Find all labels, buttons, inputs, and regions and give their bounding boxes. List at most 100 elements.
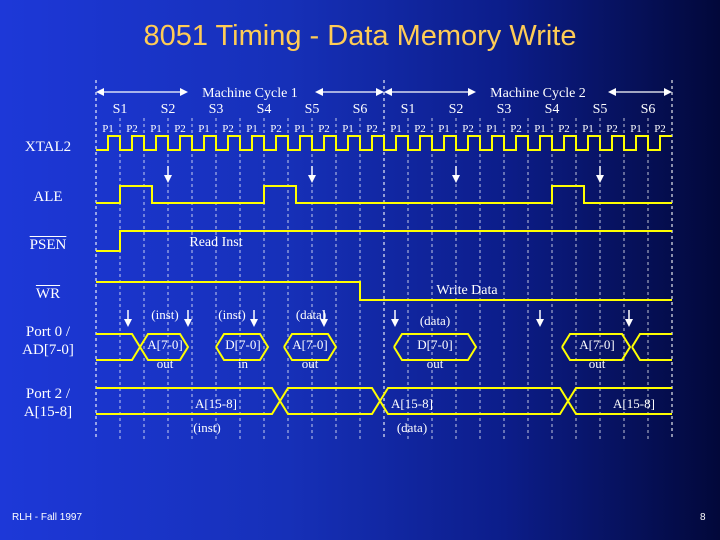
page-title: 8051 Timing - Data Memory Write <box>143 20 577 52</box>
waveforms <box>96 135 672 415</box>
state-label: S3 <box>497 102 512 117</box>
phase-label: P2 <box>462 123 474 135</box>
port0-bus-segment <box>283 333 338 361</box>
down-arrow-head <box>164 175 172 183</box>
port2-bus-segment <box>567 387 672 415</box>
port0-inst-2-label: (inst) <box>218 307 245 322</box>
state-label: S4 <box>257 102 272 117</box>
port2-bus-segment <box>96 387 282 415</box>
signal-label-port2: Port 2 / A[15-8] <box>4 385 92 421</box>
annotations: Read Inst Write Data (inst) (inst) (data… <box>147 235 655 435</box>
signal-label-wr: WR <box>35 286 61 302</box>
state-label: S2 <box>161 102 176 117</box>
phase-label: P2 <box>558 123 570 135</box>
phase-label: P1 <box>390 123 402 135</box>
down-arrow-head <box>452 175 460 183</box>
phase-label: P1 <box>150 123 162 135</box>
port2-a158-2-label: A[15-8] <box>391 396 433 411</box>
phase-label: P1 <box>534 123 546 135</box>
port0-bus-segment <box>631 333 672 361</box>
phase-label: P1 <box>582 123 594 135</box>
machine-cycle-2-label: Machine Cycle 2 <box>490 86 586 101</box>
port0-data-1-label: (data) <box>296 307 326 322</box>
phase-label: P1 <box>102 123 114 135</box>
signal-label-port0-line1: Port 0 / <box>25 324 71 340</box>
phase-label: P2 <box>414 123 426 135</box>
port0-d70-out-bottom: out <box>427 356 444 371</box>
phase-label: P2 <box>606 123 618 135</box>
machine-cycle-markers: Machine Cycle 1 Machine Cycle 2 <box>96 86 672 101</box>
port0-a70-out-2-bottom: out <box>302 356 319 371</box>
clock-arrows <box>124 166 633 327</box>
arrowhead-left <box>384 88 392 96</box>
phase-label: P2 <box>510 123 522 135</box>
port0-a70-out-2-top: A[7-0] <box>292 337 327 352</box>
arrowhead-right <box>468 88 476 96</box>
port0-d70-out-top: D[7-0] <box>417 337 452 352</box>
phase-label: P2 <box>174 123 186 135</box>
phase-label: P1 <box>198 123 210 135</box>
phase-label: P2 <box>654 123 666 135</box>
ale-waveform <box>96 185 672 204</box>
state-label: S1 <box>401 102 416 117</box>
read-inst-label: Read Inst <box>189 235 242 250</box>
port0-data-2-label: (data) <box>420 313 450 328</box>
port0-bus-segment <box>561 333 632 361</box>
footer-author: RLH - Fall 1997 <box>12 512 83 523</box>
phase-label: P1 <box>486 123 498 135</box>
signal-label-psen: PSEN <box>29 237 67 253</box>
wr-waveform <box>96 281 672 301</box>
state-label: S3 <box>209 102 224 117</box>
arrowhead-right <box>180 88 188 96</box>
down-arrow-head <box>320 319 328 327</box>
arrowhead-left <box>608 88 616 96</box>
down-arrow-head <box>184 319 192 327</box>
phase-label: P2 <box>318 123 330 135</box>
port0-a70-out-3-top: A[7-0] <box>579 337 614 352</box>
arrowhead-left <box>315 88 323 96</box>
xtal2-waveform <box>96 135 672 151</box>
phase-label: P1 <box>630 123 642 135</box>
port2-a158-1-label: A[15-8] <box>195 396 237 411</box>
footer-page-number: 8 <box>700 512 706 523</box>
port0-bus-segment <box>215 333 270 361</box>
down-arrow-head <box>124 319 132 327</box>
signal-label-port0-line2: AD[7-0] <box>22 342 74 358</box>
psen-waveform <box>96 230 672 252</box>
port0-d70-in-top: D[7-0] <box>225 337 260 352</box>
port0-inst-1-label: (inst) <box>151 307 178 322</box>
state-label: S4 <box>545 102 560 117</box>
phase-label: P2 <box>270 123 282 135</box>
signal-label-port2-line2: A[15-8] <box>23 404 73 420</box>
port0-bus-segment <box>393 333 478 361</box>
down-arrow-head <box>250 319 258 327</box>
phase-labels: P1 P2 P1 P2 P1 P2 P1 P2 P1 P2 P1 P2 P1 P2 P1 P2 P1 P2 P1 P2… <box>102 123 666 135</box>
state-label: S6 <box>641 102 656 117</box>
arrowhead-left <box>96 88 104 96</box>
phase-label: P2 <box>126 123 138 135</box>
signal-label-ale: ALE <box>33 189 63 205</box>
port0-bus-segment <box>96 333 142 361</box>
port2-a158-3-label: A[15-8] <box>613 396 655 411</box>
port0-a70-out-1-top: A[7-0] <box>147 337 182 352</box>
port2-bus-segment <box>279 387 382 415</box>
phase-label: P1 <box>438 123 450 135</box>
signal-label-xtal2: XTAL2 <box>24 139 72 155</box>
port0-bus-segment <box>139 333 190 361</box>
state-label: S6 <box>353 102 368 117</box>
port2-inst-label: (inst) <box>193 420 220 435</box>
signal-label-port2-line1: Port 2 / <box>25 386 71 402</box>
state-label: S5 <box>305 102 320 117</box>
arrowhead-right <box>664 88 672 96</box>
write-data-label: Write Data <box>436 283 498 298</box>
phase-label: P2 <box>222 123 234 135</box>
port2-data-label: (data) <box>397 420 427 435</box>
phase-label: P1 <box>342 123 354 135</box>
down-arrow-head <box>391 319 399 327</box>
down-arrow-head <box>536 319 544 327</box>
arrowhead-right <box>376 88 384 96</box>
state-label: S1 <box>113 102 128 117</box>
port0-a70-out-1-bottom: out <box>157 356 174 371</box>
machine-cycle-1-label: Machine Cycle 1 <box>202 86 298 101</box>
port0-d70-in-bottom: in <box>238 356 249 371</box>
